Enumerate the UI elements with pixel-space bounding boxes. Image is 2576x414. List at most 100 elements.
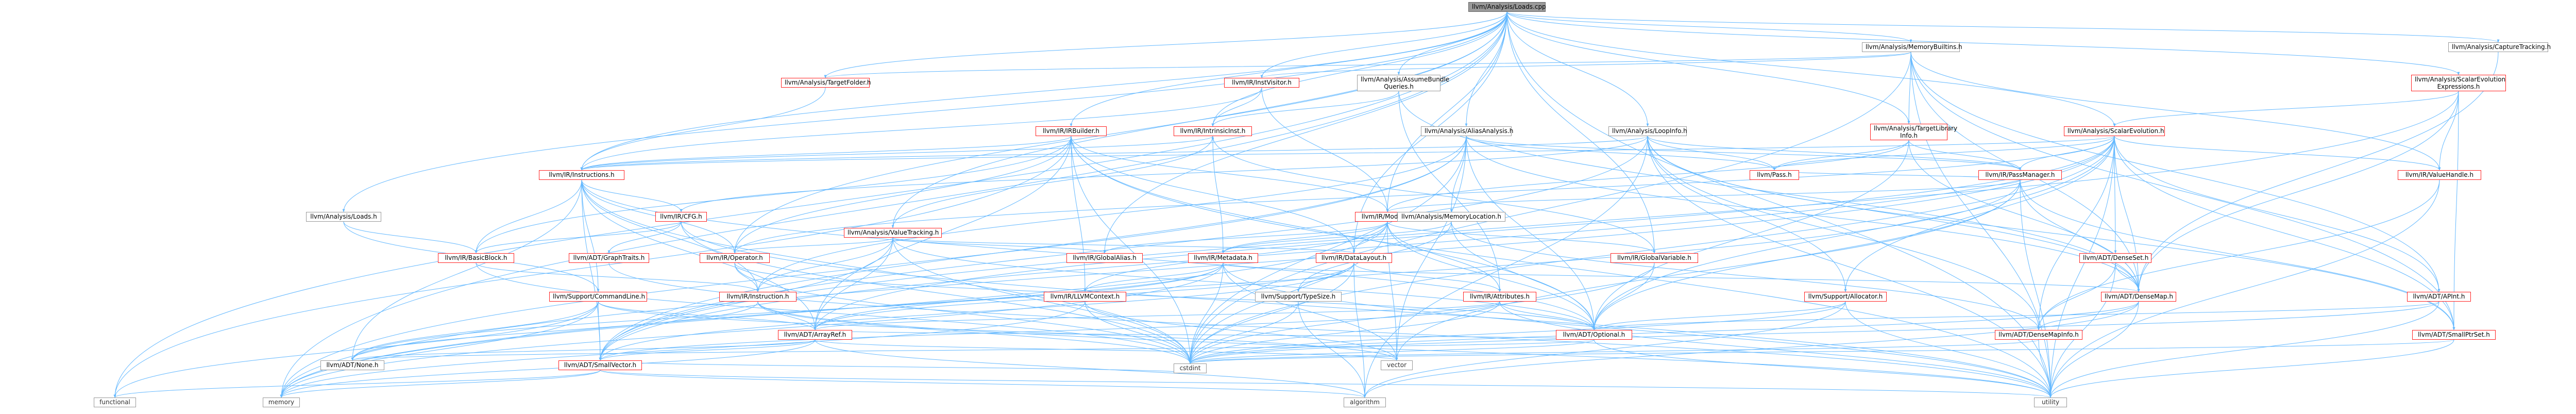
node-aliasanalysis[interactable]: llvm/Analysis/AliasAnalysis.h bbox=[1421, 126, 1513, 136]
edge-loopinfo-to-cfg bbox=[680, 136, 1648, 212]
edge-llvmcontext-to-vector bbox=[1084, 301, 1398, 361]
node-instruction[interactable]: llvm/IR/Instruction.h bbox=[719, 292, 796, 302]
edge-attributes-to-arrayref bbox=[814, 301, 1500, 330]
edge-operator-to-cstdint bbox=[734, 262, 1192, 364]
edge-valuehandle-to-densemapinfo bbox=[2037, 179, 2440, 330]
edge-allocator-to-utility bbox=[1845, 301, 2052, 398]
edge-loads-cpp-to-utility bbox=[1506, 11, 2052, 398]
edge-aliasanalysis-to-vector bbox=[1395, 136, 1467, 361]
node-memorybuiltins[interactable]: llvm/Analysis/MemoryBuiltins.h bbox=[1862, 42, 1962, 52]
node-instructions[interactable]: llvm/IR/Instructions.h bbox=[539, 170, 624, 180]
edge-loads-cpp-to-memorybuiltins bbox=[1506, 11, 1912, 43]
edge-scev-expressions-to-valuehandle bbox=[2438, 91, 2459, 171]
node-targetlibinfo[interactable]: llvm/Analysis/TargetLibrary Info.h bbox=[1870, 124, 1957, 140]
node-arrayref[interactable]: llvm/ADT/ArrayRef.h bbox=[778, 330, 852, 340]
edge-scalarevolution-to-optional bbox=[1592, 136, 2115, 330]
edge-targetlibinfo-to-module bbox=[1386, 140, 1909, 212]
edge-module-to-attributes bbox=[1387, 221, 1501, 292]
node-metadata[interactable]: llvm/IR/Metadata.h bbox=[1188, 253, 1258, 263]
node-commandline[interactable]: llvm/Support/CommandLine.h bbox=[549, 292, 647, 302]
edge-valuetracking-to-intrinsicinst bbox=[892, 136, 1214, 228]
edge-memorybuiltins-to-apint bbox=[1910, 52, 2441, 292]
edge-denseset-to-densemap bbox=[2115, 262, 2140, 292]
edge-apint-to-cstdint bbox=[1189, 301, 2439, 364]
node-targetfolder[interactable]: llvm/Analysis/TargetFolder.h bbox=[781, 78, 871, 88]
edge-valuetracking-to-operator bbox=[733, 237, 893, 254]
node-smallvector[interactable]: llvm/ADT/SmallVector.h bbox=[558, 360, 642, 370]
node-passmanager[interactable]: llvm/IR/PassManager.h bbox=[1978, 170, 2062, 180]
node-cfg[interactable]: llvm/IR/CFG.h bbox=[655, 212, 707, 222]
node-llvmcontext[interactable]: llvm/IR/LLVMContext.h bbox=[1044, 292, 1126, 302]
edge-scalarevolution-to-instructions bbox=[581, 136, 2115, 171]
edge-arrayref-to-none bbox=[351, 339, 816, 361]
edge-module-to-globalvariable bbox=[1387, 221, 1656, 254]
node-memorylocation[interactable]: llvm/Analysis/MemoryLocation.h bbox=[1397, 212, 1505, 222]
node-datalayout[interactable]: llvm/IR/DataLayout.h bbox=[1316, 253, 1392, 263]
edge-loads-cpp-to-targetfolder bbox=[824, 11, 1507, 78]
edge-memorybuiltins-to-instvisitor bbox=[1260, 52, 1911, 78]
node-graphtraits[interactable]: llvm/ADT/GraphTraits.h bbox=[569, 253, 649, 263]
edge-instvisitor-to-instructions bbox=[580, 87, 1262, 171]
node-densemapinfo[interactable]: llvm/ADT/DenseMapInfo.h bbox=[1995, 330, 2082, 340]
edge-loads-cpp-to-irbuilder bbox=[1070, 11, 1507, 127]
node-optional[interactable]: llvm/ADT/Optional.h bbox=[1556, 330, 1632, 340]
node-scalarevolution[interactable]: llvm/Analysis/ScalarEvolution.h bbox=[2064, 126, 2165, 136]
edge-module-to-optional bbox=[1387, 221, 1596, 330]
edge-densemap-to-utility bbox=[2049, 301, 2139, 398]
edge-aliasanalysis-to-passmanager bbox=[1466, 136, 2022, 171]
node-valuehandle[interactable]: llvm/IR/ValueHandle.h bbox=[2398, 170, 2481, 180]
edge-apint-to-utility bbox=[2049, 301, 2439, 398]
node-apint[interactable]: llvm/ADT/APInt.h bbox=[2407, 292, 2471, 302]
node-assumebundle[interactable]: llvm/Analysis/AssumeBundle Queries.h bbox=[1357, 75, 1449, 91]
node-memory: memory bbox=[263, 398, 300, 407]
edge-targetlibinfo-to-optional bbox=[1592, 140, 1909, 330]
node-allocator[interactable]: llvm/Support/Allocator.h bbox=[1804, 292, 1887, 302]
node-operator[interactable]: llvm/IR/Operator.h bbox=[700, 253, 770, 263]
edge-scalarevolution-to-cstdint bbox=[1189, 136, 2115, 364]
edge-loopinfo-to-smallptrset bbox=[1647, 136, 2455, 330]
edge-allocator-to-algorithm bbox=[1363, 301, 1846, 398]
node-loopinfo[interactable]: llvm/Analysis/LoopInfo.h bbox=[1608, 126, 1687, 136]
edge-valuetracking-to-instruction bbox=[756, 237, 893, 292]
edge-graphtraits-to-utility bbox=[608, 262, 2052, 398]
edge-smallvector-to-cstdint bbox=[600, 360, 1191, 374]
edge-loads-cpp-to-aliasanalysis bbox=[1465, 11, 1507, 127]
edge-targetlibinfo-to-pass bbox=[1773, 140, 1909, 171]
node-attributes[interactable]: llvm/IR/Attributes.h bbox=[1463, 292, 1536, 302]
node-irbuilder[interactable]: llvm/IR/IRBuilder.h bbox=[1036, 126, 1107, 136]
edge-loads-cpp-to-operator bbox=[733, 11, 1507, 254]
edge-instructions-to-smallvector bbox=[581, 179, 602, 361]
edge-loopinfo-to-pass bbox=[1647, 136, 1776, 171]
edge-loads-cpp-to-module bbox=[1386, 11, 1507, 212]
node-globalalias[interactable]: llvm/IR/GlobalAlias.h bbox=[1066, 253, 1143, 263]
node-typesize[interactable]: llvm/Support/TypeSize.h bbox=[1255, 292, 1342, 302]
edge-metadata-to-utility bbox=[1223, 262, 2052, 398]
edge-memorybuiltins-to-valuehandle bbox=[1910, 52, 2441, 171]
edge-loopinfo-to-instructions bbox=[580, 136, 1648, 171]
node-valuetracking[interactable]: llvm/Analysis/ValueTracking.h bbox=[844, 228, 942, 238]
edge-instruction-to-arrayref bbox=[757, 301, 817, 330]
node-globalvariable[interactable]: llvm/IR/GlobalVariable.h bbox=[1611, 253, 1698, 263]
edge-aliasanalysis-to-smallvector bbox=[599, 136, 1467, 361]
edge-instructions-to-basicblock bbox=[474, 179, 582, 254]
node-densemap[interactable]: llvm/ADT/DenseMap.h bbox=[2101, 292, 2176, 302]
edge-instruction-to-cstdint bbox=[757, 301, 1192, 364]
node-capturetracking[interactable]: llvm/Analysis/CaptureTracking.h bbox=[2448, 42, 2551, 52]
node-denseset[interactable]: llvm/ADT/DenseSet.h bbox=[2079, 253, 2151, 263]
edge-scev-expressions-to-smallptrset bbox=[2452, 91, 2459, 330]
node-scev-expressions[interactable]: llvm/Analysis/ScalarEvolution Expression… bbox=[2411, 75, 2506, 91]
edge-metadata-to-arrayref bbox=[814, 262, 1224, 330]
node-none[interactable]: llvm/ADT/None.h bbox=[320, 360, 384, 370]
node-basicblock[interactable]: llvm/IR/BasicBlock.h bbox=[438, 253, 514, 263]
node-pass[interactable]: llvm/Pass.h bbox=[1750, 170, 1799, 180]
edge-instructions-to-arrayref bbox=[581, 179, 817, 330]
dependency-edges bbox=[113, 11, 2500, 398]
edge-datalayout-to-algorithm bbox=[1353, 262, 1366, 398]
edge-instructions-to-cfg bbox=[581, 179, 683, 212]
node-smallptrset[interactable]: llvm/ADT/SmallPtrSet.h bbox=[2412, 330, 2496, 340]
edge-irbuilder-to-arrayref bbox=[814, 136, 1072, 330]
node-instvisitor[interactable]: llvm/IR/InstVisitor.h bbox=[1224, 78, 1299, 88]
node-loads-h[interactable]: llvm/Analysis/Loads.h bbox=[306, 212, 381, 222]
node-intrinsicinst[interactable]: llvm/IR/IntrinsicInst.h bbox=[1174, 126, 1252, 136]
